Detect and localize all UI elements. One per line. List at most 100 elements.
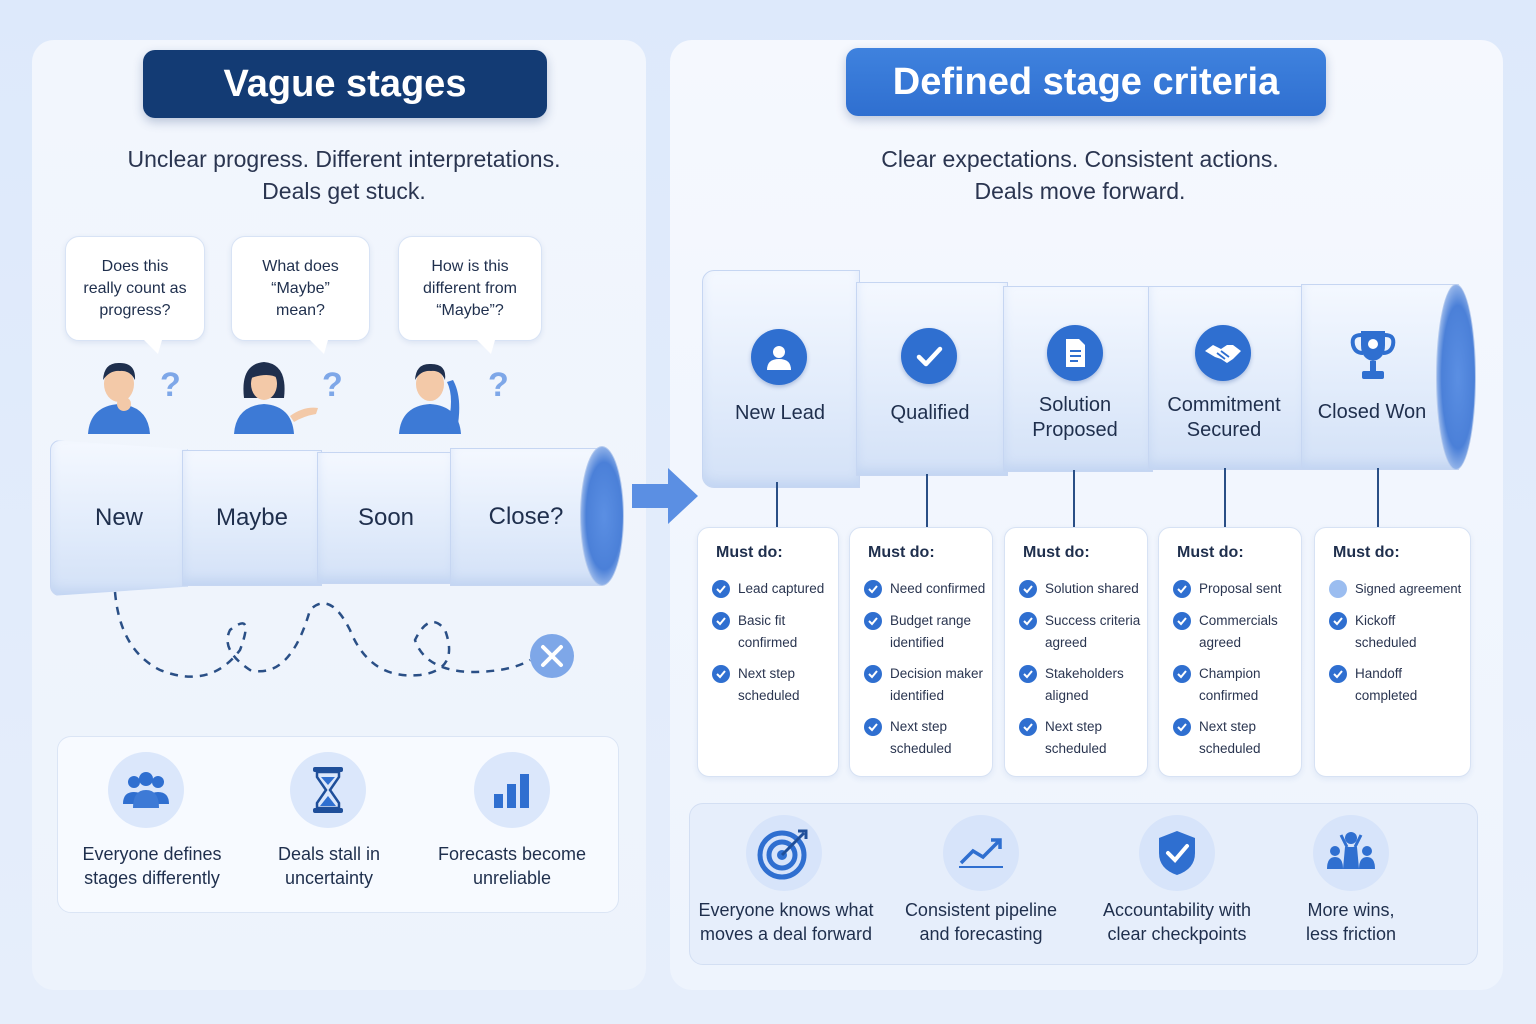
celebrating-team-icon [1313,815,1389,891]
target-icon [746,815,822,891]
check-icon [1173,580,1191,598]
criteria-item: Signed agreement [1329,578,1461,600]
defined-criteria-subtitle: Clear expectations. Consistent actions. … [800,143,1360,207]
criteria-item: Lead captured [712,578,824,600]
document-icon [1047,325,1103,381]
check-icon [864,718,882,736]
stage-label: New Lead [734,402,826,424]
card-title: Must do: [868,544,935,561]
stage-label: Soon [357,504,415,531]
card-title: Must do: [1333,544,1400,561]
confused-woman-icon [234,362,318,434]
card-title: Must do: [1177,544,1244,561]
check-icon [1019,612,1037,630]
question-mark: ? [488,366,509,404]
connector-line [1224,468,1226,527]
criteria-item: Need confirmed [864,578,985,600]
confused-man-icon [399,363,461,434]
hourglass-icon [290,752,366,828]
benefit-label: More wins,less friction [1305,900,1397,944]
confused-man-icon [88,362,150,434]
stage-segment: New [50,440,188,596]
arrow-right-icon [632,468,698,524]
bar-chart-icon [474,752,550,828]
trend-up-icon [943,815,1019,891]
check-icon [864,612,882,630]
check-icon [1173,612,1191,630]
check-icon [1329,580,1347,598]
subtitle-line: Unclear progress. Different interpretati… [127,146,561,172]
defined-criteria-title: Defined stage criteria [846,48,1326,116]
stage-label: Maybe [215,504,289,531]
check-icon [864,665,882,683]
stage-segment: Close? [450,448,602,586]
check-icon [1329,665,1347,683]
person-icon [751,329,807,385]
check-icon [712,665,730,683]
connector-line [926,474,928,527]
check-icon [1019,665,1037,683]
close-icon [530,634,574,678]
tube-opening [580,446,624,586]
shield-check-icon [1139,815,1215,891]
stage-segment: Maybe [182,450,322,586]
check-icon [712,612,730,630]
subtitle-line: Clear expectations. Consistent actions. [881,146,1279,172]
check-icon [1019,718,1037,736]
check-icon [712,580,730,598]
stage-label: New [94,504,143,531]
stage-label: Qualified [890,402,970,424]
question-mark: ? [322,366,343,404]
speech-bubble: What does“Maybe”mean? [231,236,370,354]
card-title: Must do: [716,544,783,561]
wandering-path [113,591,531,678]
tube-opening [1436,284,1476,470]
checkmark-icon [901,328,957,384]
handshake-icon [1195,325,1251,381]
criteria-card: Must do: Solution shared Success criteri… [1004,527,1148,777]
check-icon [1173,718,1191,736]
connector-line [776,482,778,527]
question-mark: ? [160,366,181,404]
connector-line [1073,470,1075,527]
criteria-item: Solution shared [1019,578,1139,600]
card-title: Must do: [1023,544,1090,561]
check-icon [864,580,882,598]
vague-stages-subtitle: Unclear progress. Different interpretati… [82,143,606,207]
stage-label: Closed Won [1317,401,1427,423]
subtitle-line: Deals move forward. [974,178,1186,204]
vague-stages-title: Vague stages [143,50,547,118]
check-icon [1019,580,1037,598]
criteria-item: Proposal sent [1173,578,1282,600]
stage-label: Close? [488,503,564,530]
check-icon [1173,665,1191,683]
stage-segment: Soon [317,452,455,584]
check-icon [1329,612,1347,630]
